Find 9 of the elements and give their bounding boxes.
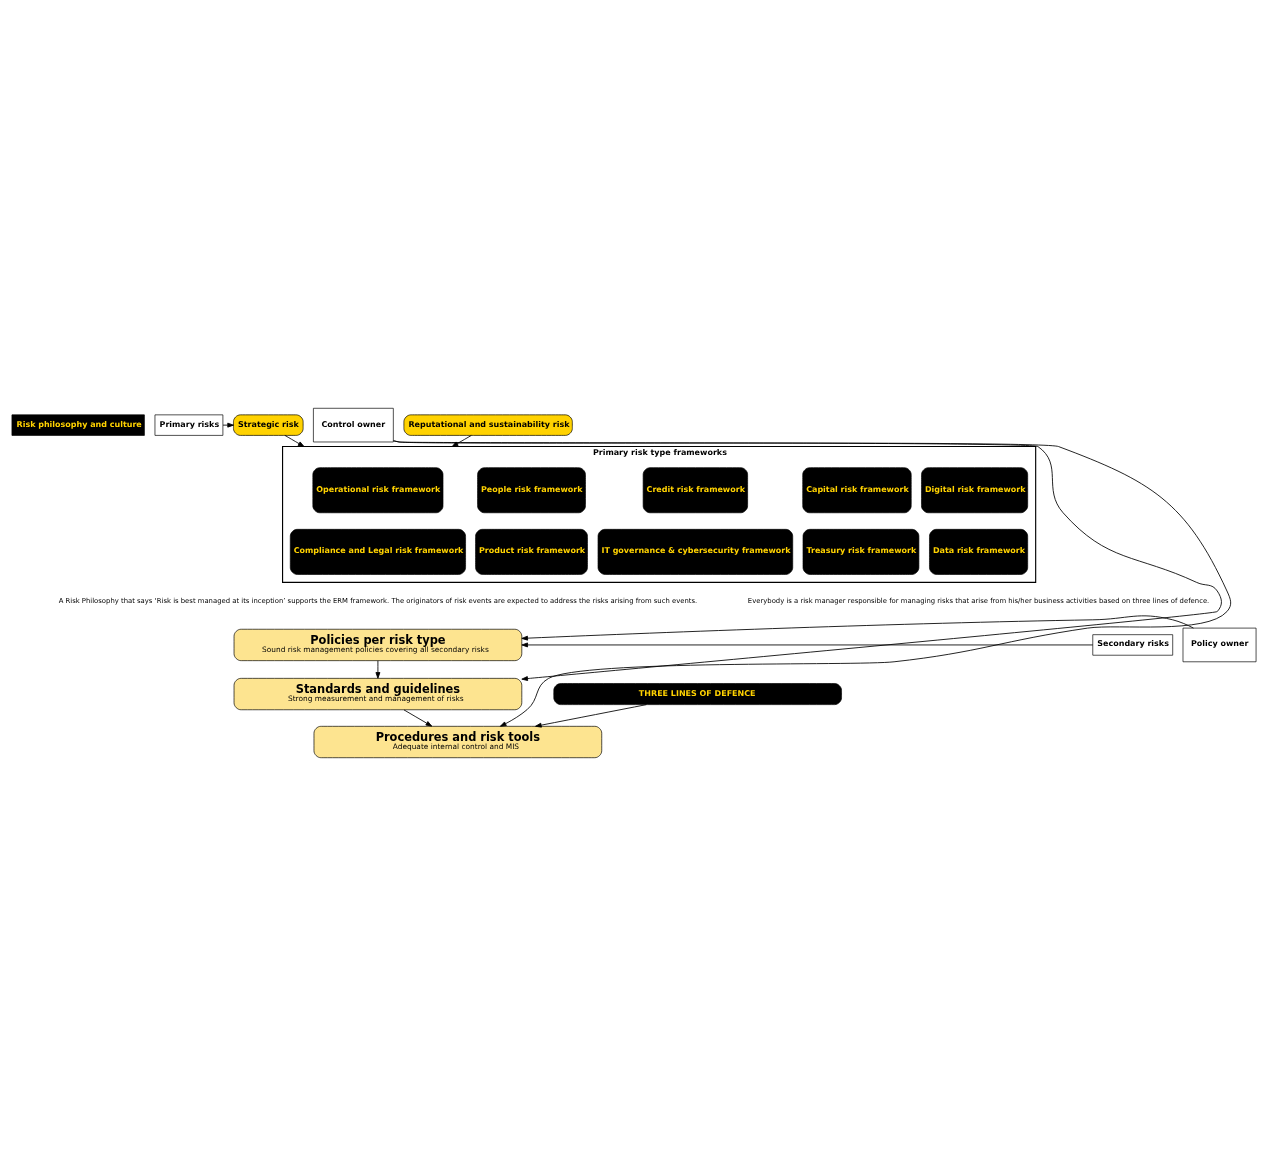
arrow (375, 659, 381, 679)
arrow (521, 642, 1094, 647)
arrow (222, 422, 234, 428)
arrow (451, 434, 472, 447)
arrow (393, 439, 1232, 727)
arrow (521, 614, 1194, 641)
arrow (535, 703, 647, 728)
arrow (403, 708, 433, 727)
arrow (284, 434, 305, 447)
